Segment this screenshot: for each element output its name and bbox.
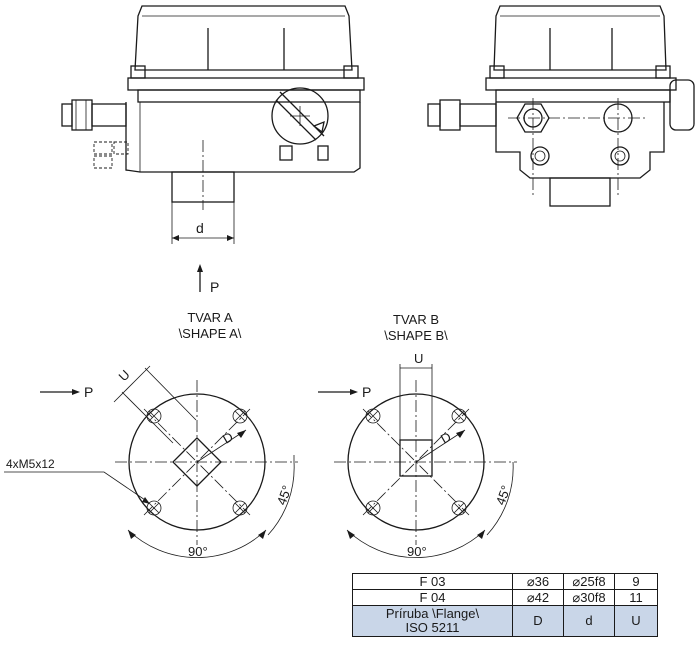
header-d-lower: d <box>563 605 615 637</box>
shaft-diameter-label: d <box>196 220 204 236</box>
d-upper-cell: ⌀42 <box>512 589 564 606</box>
shape-b-angle-45: 45° <box>493 483 514 507</box>
shape-b-title: TVAR B <box>393 312 439 327</box>
table-row: F 03 ⌀36 ⌀25f8 9 <box>352 573 658 590</box>
header-d-upper: D <box>512 605 564 637</box>
shape-b-subtitle: \SHAPE B\ <box>384 328 448 343</box>
flange-cell: F 03 <box>352 573 513 590</box>
shape-a-d-label: D <box>220 429 236 447</box>
arrow-p-label: P <box>210 279 219 295</box>
flange-header-cell: Príruba \Flange\ ISO 5211 <box>352 605 513 637</box>
actuator-front-view <box>61 5 365 244</box>
shape-a-bolt-callout: 4xM5x12 <box>6 457 55 471</box>
shape-a-subtitle: \SHAPE A\ <box>179 326 242 341</box>
flange-table: F 03 ⌀36 ⌀25f8 9 F 04 ⌀42 ⌀30f8 11 Príru… <box>352 573 658 637</box>
shape-b-angle-90: 90° <box>407 544 427 559</box>
actuator-side-view <box>427 5 695 207</box>
shape-b-u-label: U <box>414 351 423 366</box>
d-lower-cell: ⌀25f8 <box>563 573 615 590</box>
shape-a-u-label: U <box>116 367 133 384</box>
table-row: F 04 ⌀42 ⌀30f8 11 <box>352 589 658 606</box>
shape-a-title: TVAR A <box>187 310 233 325</box>
d-lower-cell: ⌀30f8 <box>563 589 615 606</box>
d-upper-cell: ⌀36 <box>512 573 564 590</box>
table-header-row: Príruba \Flange\ ISO 5211 D d U <box>352 605 658 637</box>
shape-a-angle-45: 45° <box>274 483 295 507</box>
shape-b-arrow-p: P <box>362 384 371 400</box>
shape-b-d-label: D <box>438 429 454 447</box>
shape-b-flange <box>318 364 517 558</box>
flange-cell: F 04 <box>352 589 513 606</box>
u-cell: 9 <box>614 573 658 590</box>
shape-a-angle-90: 90° <box>188 544 208 559</box>
u-cell: 11 <box>614 589 658 606</box>
header-u: U <box>614 605 658 637</box>
flange-header-line2: ISO 5211 <box>405 620 460 635</box>
flange-header-line1: Príruba \Flange\ <box>385 606 480 621</box>
shape-a-flange <box>4 365 298 558</box>
shape-a-arrow-p: P <box>84 384 93 400</box>
